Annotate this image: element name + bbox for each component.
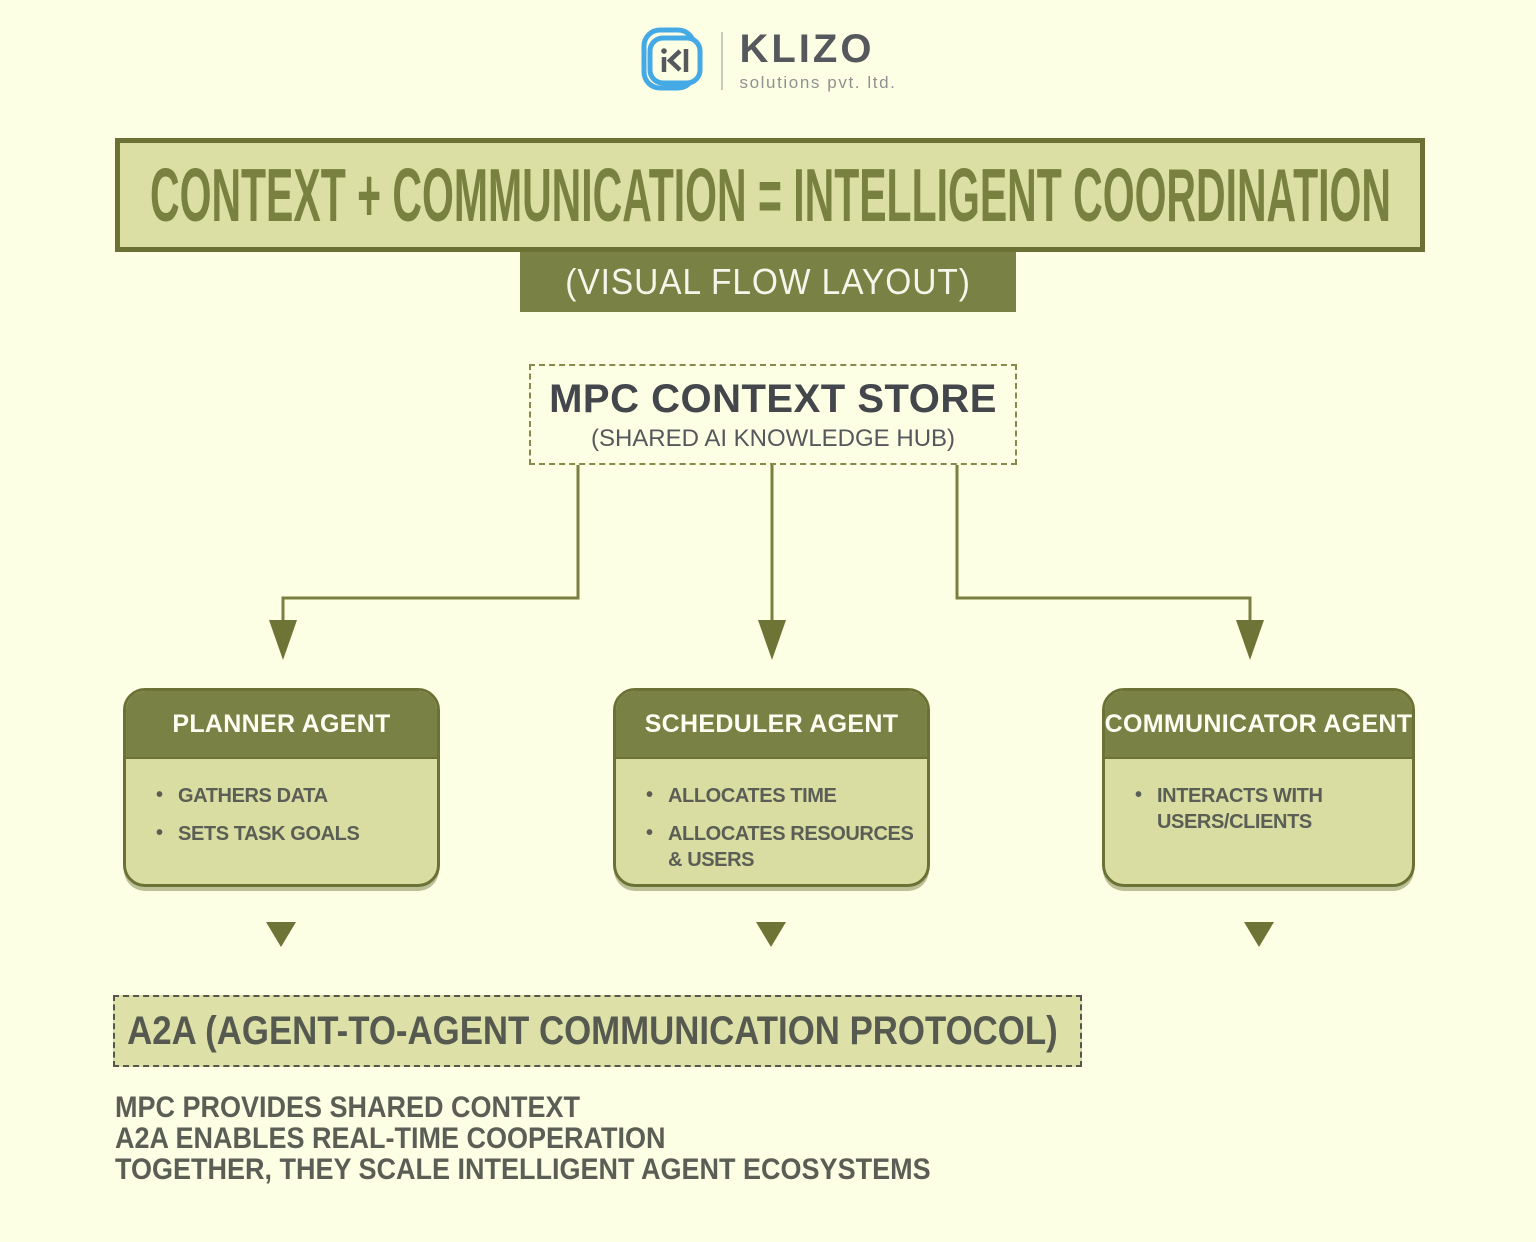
summary-line: MPC PROVIDES SHARED CONTEXT	[115, 1091, 581, 1124]
bullet-item: ALLOCATES TIME	[646, 782, 915, 809]
communicator-agent-header: COMMUNICATOR AGENT	[1105, 691, 1412, 759]
card-output-triangle-icons	[266, 922, 1274, 947]
bullet-item: INTERACTS WITH USERS/CLIENTS	[1135, 782, 1400, 835]
scheduler-agent-card: SCHEDULER AGENT ALLOCATES TIME ALLOCATES…	[613, 688, 930, 887]
mpc-context-store-title: MPC CONTEXT STORE	[549, 377, 997, 421]
communicator-agent-bullet-list: INTERACTS WITH USERS/CLIENTS	[1135, 782, 1400, 835]
scheduler-agent-title: SCHEDULER AGENT	[644, 709, 899, 738]
summary-line: A2A ENABLES REAL-TIME COOPERATION	[115, 1122, 666, 1155]
planner-agent-header: PLANNER AGENT	[126, 691, 437, 759]
down-arrowhead-icons	[269, 620, 1264, 660]
brand-logo: KLIZO solutions pvt. ltd.	[0, 26, 1536, 96]
bullet-item: SETS TASK GOALS	[156, 820, 425, 847]
subtitle-text: (VISUAL FLOW LAYOUT)	[565, 261, 971, 302]
brand-name: KLIZO	[739, 27, 875, 71]
scheduler-agent-bullet-list: ALLOCATES TIME ALLOCATES RESOURCES & USE…	[646, 782, 915, 873]
brand-subtitle: solutions pvt. ltd.	[739, 73, 897, 92]
subtitle-banner: (VISUAL FLOW LAYOUT)	[520, 252, 1016, 312]
summary-line: TOGETHER, THEY SCALE INTELLIGENT AGENT E…	[115, 1153, 931, 1186]
a2a-protocol-box: A2A (AGENT-TO-AGENT COMMUNICATION PROTOC…	[113, 995, 1082, 1067]
title-text: CONTEXT + COMMUNICATION = INTELLIGENT CO…	[149, 152, 1391, 238]
klizo-logo-icon	[641, 27, 703, 91]
planner-agent-bullet-list: GATHERS DATA SETS TASK GOALS	[156, 782, 425, 847]
communicator-agent-card: COMMUNICATOR AGENT INTERACTS WITH USERS/…	[1102, 688, 1415, 887]
logo-divider	[721, 32, 724, 90]
summary-text-block: MPC PROVIDES SHARED CONTEXT A2A ENABLES …	[115, 1092, 1021, 1185]
title-banner: CONTEXT + COMMUNICATION = INTELLIGENT CO…	[115, 138, 1425, 252]
a2a-protocol-text: A2A (AGENT-TO-AGENT COMMUNICATION PROTOC…	[127, 1008, 1058, 1053]
bullet-item: GATHERS DATA	[156, 782, 425, 809]
scheduler-agent-header: SCHEDULER AGENT	[616, 691, 927, 759]
planner-agent-card: PLANNER AGENT GATHERS DATA SETS TASK GOA…	[123, 688, 440, 887]
bullet-item: ALLOCATES RESOURCES & USERS	[646, 820, 915, 873]
communicator-agent-title: COMMUNICATOR AGENT	[1104, 709, 1413, 738]
mpc-context-store-box: MPC CONTEXT STORE (SHARED AI KNOWLEDGE H…	[529, 364, 1017, 465]
planner-agent-title: PLANNER AGENT	[172, 709, 391, 738]
mpc-context-store-subtitle: (SHARED AI KNOWLEDGE HUB)	[590, 425, 956, 452]
